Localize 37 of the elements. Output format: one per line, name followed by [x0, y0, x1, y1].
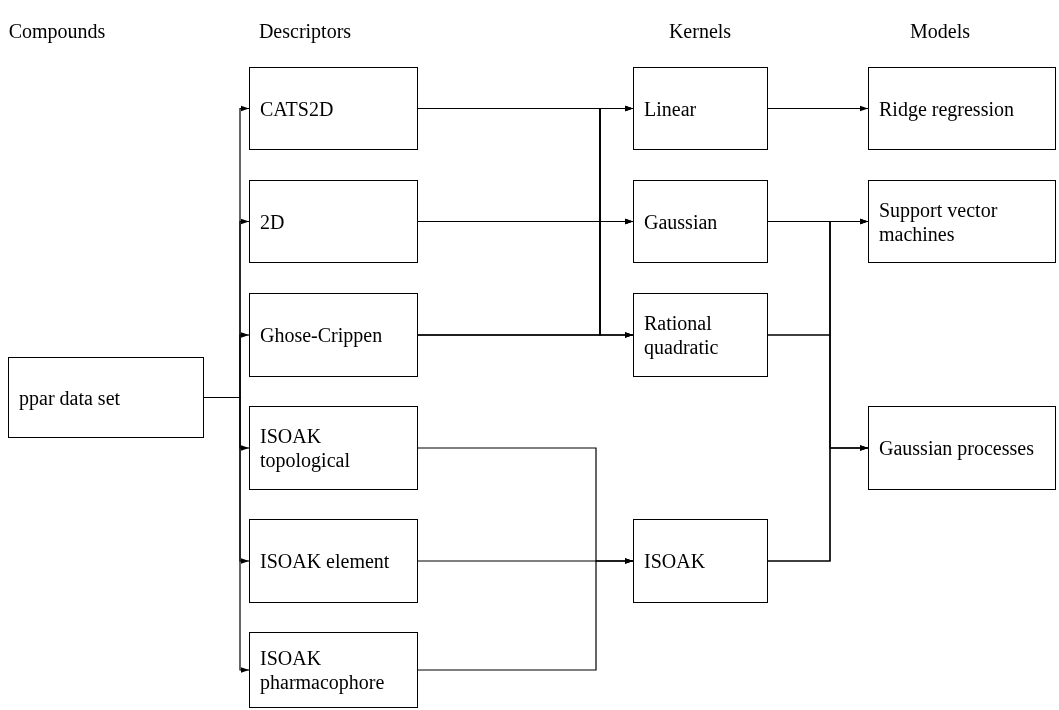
process-box — [633, 180, 768, 263]
process-box — [249, 293, 418, 377]
column-heading: Compounds — [8, 20, 106, 43]
process-box — [249, 67, 418, 150]
process-box — [868, 406, 1056, 490]
process-box — [249, 519, 418, 603]
box-label: ISOAK topological — [260, 424, 351, 472]
process-box — [868, 180, 1056, 263]
box-label: ISOAK element — [260, 549, 390, 573]
box-label: Ridge regression — [879, 96, 1014, 121]
box-label: Gaussian — [644, 209, 718, 234]
box-label: ISOAK pharmacophore — [260, 646, 386, 694]
box-label: Ghose-Crippen — [260, 323, 383, 347]
process-box — [633, 67, 768, 150]
arrow — [767, 105, 869, 112]
arrow — [203, 396, 250, 673]
process-box — [249, 406, 418, 490]
process-box — [633, 519, 768, 603]
box-label: Rational quadratic — [644, 311, 720, 359]
process-box — [633, 293, 768, 377]
arrow — [767, 445, 869, 562]
column-heading: Models — [910, 20, 970, 43]
column-heading: Kernels — [668, 20, 732, 43]
box-label: Gaussian processes — [879, 436, 1034, 460]
box-label: CATS2D — [260, 96, 334, 121]
box-label: Support vector machines — [879, 197, 999, 246]
process-box — [8, 357, 204, 438]
box-label: ISOAK — [644, 549, 706, 573]
arrow — [417, 558, 634, 671]
box-label: Linear — [644, 96, 697, 121]
column-heading: Descriptors — [258, 20, 352, 43]
process-box — [868, 67, 1056, 150]
box-label: ppar data set — [19, 385, 121, 410]
arrow — [417, 332, 634, 338]
process-box — [249, 632, 418, 708]
process-box — [249, 180, 418, 263]
box-label: 2D — [260, 209, 285, 234]
